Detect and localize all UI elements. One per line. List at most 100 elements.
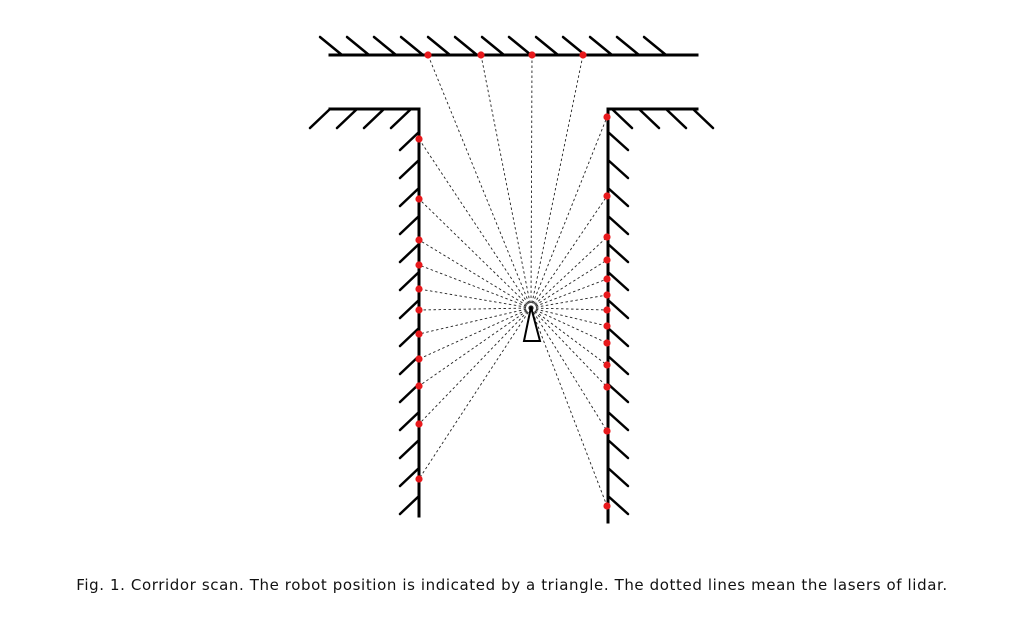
lidar-hit-point [603, 275, 611, 283]
laser-line [418, 138, 532, 309]
wall-hatch [318, 35, 344, 57]
wall-hatch [606, 326, 630, 348]
wall-hatch [606, 214, 630, 236]
laser-line [530, 259, 608, 309]
lidar-hit-point [415, 355, 423, 363]
wall-hatch [345, 35, 371, 57]
laser-line [530, 54, 584, 309]
lidar-hit-point [424, 51, 432, 59]
lidar-hit-point [603, 233, 611, 241]
lidar-hit-point [603, 192, 611, 200]
lidar-hit-point [415, 306, 423, 314]
wall-hatch [606, 242, 630, 264]
lidar-laser-lines [418, 54, 608, 507]
corridor-scan-diagram [308, 35, 715, 524]
lidar-hit-point [415, 135, 423, 143]
wall-hatch [588, 35, 614, 57]
lidar-hit-point [477, 51, 485, 59]
laser-line [530, 307, 608, 327]
lidar-hit-points [415, 51, 611, 510]
wall-hatch [398, 326, 421, 348]
lidar-hit-point [603, 339, 611, 347]
wall-hatch [308, 107, 332, 130]
wall-hatch [606, 158, 630, 180]
lidar-hit-point [579, 51, 587, 59]
lidar-hit-point [415, 236, 423, 244]
laser-line [530, 307, 608, 366]
wall-hatch [398, 270, 421, 292]
wall-hatch [606, 382, 630, 404]
wall-hatch [606, 130, 630, 152]
robot-layer [522, 306, 542, 342]
lidar-hit-point [603, 113, 611, 121]
wall-hatch [389, 107, 413, 130]
laser-line [530, 307, 608, 432]
robot-triangle [522, 306, 542, 342]
lidar-hit-point [603, 306, 611, 314]
wall-hatch [399, 35, 425, 57]
laser-line [530, 278, 608, 309]
laser-line [418, 198, 532, 309]
wall-hatch [398, 438, 421, 460]
lidar-hit-point [415, 382, 423, 390]
lidar-hit-point [603, 383, 611, 391]
wall-hatch [398, 242, 421, 264]
wall-hatch [362, 107, 386, 130]
laser-line [530, 116, 608, 309]
laser-line [530, 307, 608, 344]
lidar-hit-point [603, 502, 611, 510]
wall-hatch [610, 107, 634, 130]
laser-line [530, 54, 533, 309]
left-wall [328, 107, 421, 518]
wall-hatch [398, 298, 421, 320]
lidar-hit-point [415, 261, 423, 269]
laser-line [418, 307, 532, 425]
lidar-hit-point [415, 420, 423, 428]
laser-line [418, 307, 532, 360]
wall-hatch [664, 107, 688, 130]
lidar-hit-point [415, 285, 423, 293]
wall-hatch [398, 186, 421, 208]
wall-hatch [642, 35, 668, 57]
lidar-hit-point [415, 475, 423, 483]
wall-hatch [335, 107, 359, 130]
laser-line [418, 239, 532, 309]
laser-line [530, 236, 608, 309]
wall-hatch [480, 35, 506, 57]
wall-hatch [398, 410, 421, 432]
lidar-hit-point [603, 427, 611, 435]
lidar-hit-point [603, 361, 611, 369]
wall-hatch [426, 35, 452, 57]
lidar-hit-point [528, 51, 536, 59]
lidar-hit-point [603, 322, 611, 330]
wall-hatch [534, 35, 560, 57]
laser-line [418, 307, 532, 480]
wall-hatch [606, 354, 630, 376]
wall-hatch [606, 298, 630, 320]
wall-hatch [615, 35, 641, 57]
laser-line [530, 307, 608, 311]
laser-line [418, 307, 532, 335]
corridor-walls [308, 35, 715, 524]
lidar-hit-point [415, 330, 423, 338]
wall-hatch [507, 35, 533, 57]
lidar-hit-point [603, 256, 611, 264]
laser-line [530, 307, 608, 388]
wall-hatch [398, 494, 421, 516]
lidar-hit-point [415, 195, 423, 203]
figure-caption: Fig. 1. Corridor scan. The robot positio… [76, 576, 948, 594]
laser-line [427, 54, 532, 309]
laser-line [418, 288, 532, 309]
wall-hatch [398, 214, 421, 236]
laser-line [418, 307, 532, 311]
wall-hatch [606, 466, 630, 488]
wall-hatch [606, 410, 630, 432]
wall-hatch [398, 130, 421, 152]
wall-hatch [398, 466, 421, 488]
wall-hatch [606, 494, 630, 516]
wall-hatch [606, 186, 630, 208]
wall-hatch [372, 35, 398, 57]
lidar-hit-point [603, 291, 611, 299]
laser-line [530, 307, 608, 507]
laser-line [418, 264, 532, 309]
